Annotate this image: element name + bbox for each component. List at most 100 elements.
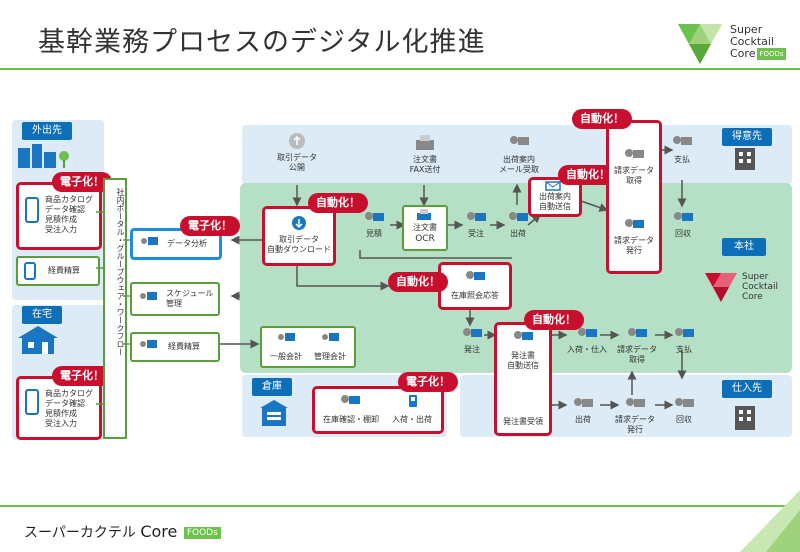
label-payment: 支払 — [674, 155, 690, 164]
label-expense: 経費精算 — [168, 342, 200, 351]
node-invoice-get2: 請求データ 取得 — [616, 326, 658, 365]
person-pc-icon — [140, 340, 157, 348]
label-general-accounting: 一般会計 — [270, 352, 302, 361]
person-pc-icon — [463, 328, 482, 337]
label-transaction-public: 取引データ 公開 — [277, 153, 317, 172]
home-item-1: 商品カタログ — [45, 389, 93, 398]
node-order-fax: 注文書 FAX送付 — [400, 134, 450, 175]
person-pc-icon — [574, 398, 593, 407]
home-item-3: 見積作成 — [45, 409, 77, 418]
badge-auto-download: 自動化！ — [308, 193, 368, 213]
order-ocr-box[interactable]: 注文書 OCR — [402, 205, 448, 251]
corner-decoration-icon — [740, 490, 800, 552]
office-buildings-icon — [18, 144, 69, 168]
person-pc-icon — [509, 212, 528, 221]
label-order-fax: 注文書 FAX送付 — [409, 155, 441, 174]
warehouse-digital-box[interactable]: 在庫確認・棚卸 入荷・出荷 — [312, 386, 444, 434]
person-pc-icon — [365, 212, 384, 221]
person-pc-icon — [675, 398, 694, 407]
label-collection: 回収 — [675, 229, 691, 238]
portal-groupware-workflow[interactable]: 社内ポータル・グループウェア・ワークフロー — [103, 178, 127, 439]
shipping-auto-box[interactable]: 出荷案内 自動送信 — [528, 177, 582, 217]
label-invoice-get2: 請求データ 取得 — [617, 345, 657, 364]
zone-label-hq: 本社 — [722, 238, 766, 256]
node-arrival: 入荷・仕入 — [566, 326, 608, 355]
footer-divider — [0, 505, 800, 507]
label-schedule: スケジュール 管理 — [166, 289, 214, 308]
label-in-out: 入荷・出荷 — [392, 415, 432, 424]
person-pc-icon — [625, 219, 644, 228]
handheld-scanner-icon — [409, 395, 417, 407]
footer-brand-badge: FOODs — [183, 527, 221, 539]
po-auto-send-box[interactable]: 発注書 自動送信 発注書受領 — [494, 322, 552, 436]
label-data-analysis: データ分析 — [167, 239, 207, 248]
person-pc-icon — [278, 333, 295, 341]
person-pc-icon — [675, 328, 694, 337]
customer-zone — [242, 125, 792, 185]
node-transaction-public: 取引データ 公開 — [272, 132, 322, 173]
badge-auto-shipping: 自動化！ — [558, 165, 618, 185]
building-icon — [735, 148, 755, 170]
person-pc-icon — [322, 333, 339, 341]
label-management-accounting: 管理会計 — [314, 352, 346, 361]
label-stock-check: 在庫確認・棚卸 — [323, 415, 379, 424]
hq-logo-line2: Cocktail — [742, 282, 778, 292]
label-collection2: 回収 — [676, 415, 692, 424]
mail-icon — [545, 181, 561, 191]
house-icon — [18, 326, 58, 354]
label-shipment: 出荷 — [510, 229, 526, 238]
label-shipping-mail: 出荷案内 メール受取 — [499, 155, 539, 174]
person-pc-icon — [578, 328, 597, 337]
brand-badge: FOODs — [757, 48, 786, 60]
tablet-icon — [25, 197, 39, 223]
hq-logo-line3: Core — [742, 292, 763, 302]
tablet-icon — [24, 262, 36, 280]
zone-label-customer: 得意先 — [722, 128, 772, 146]
auto-download-box[interactable]: 取引データ 自動ダウンロード — [262, 206, 336, 266]
expense-box[interactable]: 経費精算 — [130, 332, 220, 362]
accounting-box[interactable]: 一般会計 管理会計 — [260, 326, 356, 368]
label-shipping-auto: 出荷案内 自動送信 — [539, 192, 571, 211]
person-pc-icon — [514, 331, 533, 340]
node-collection: 回収 — [666, 210, 700, 239]
footer-brand: スーパーカクテル Core FOODs — [24, 522, 221, 542]
fax-icon — [416, 135, 434, 150]
schedule-box[interactable]: スケジュール 管理 — [130, 282, 220, 316]
badge-auto-invoice: 自動化！ — [572, 109, 632, 129]
outside-item-3: 見積作成 — [45, 215, 77, 224]
label-po-auto-send: 発注書 自動送信 — [507, 351, 539, 370]
node-order-receipt: 受注 — [462, 210, 490, 239]
zone-label-outside: 外出先 — [22, 122, 72, 140]
warehouse-icon — [260, 400, 288, 426]
badge-digital-outside: 電子化！ — [52, 172, 112, 192]
zone-label-home: 在宅 — [22, 306, 62, 324]
brand-line3: Core — [730, 47, 756, 60]
label-order-ocr-bottom: OCR — [415, 234, 435, 244]
badge-auto-po: 自動化！ — [524, 310, 584, 330]
node-shipment: 出荷 — [504, 210, 532, 239]
outside-expense-label: 経費精算 — [48, 266, 80, 275]
outside-item-1: 商品カタログ — [45, 195, 93, 204]
label-arrival: 入荷・仕入 — [567, 345, 607, 354]
node-estimate: 見積 — [360, 210, 388, 239]
node-payment: 支払 — [664, 134, 700, 165]
badge-digital-warehouse: 電子化！ — [398, 372, 458, 392]
node-shipping-mail: 出荷案内 メール受取 — [492, 134, 546, 175]
cloud-download-icon — [292, 216, 306, 230]
invoice-auto-box[interactable]: 請求データ 取得 請求データ 発行 — [606, 120, 662, 274]
title-divider — [0, 68, 800, 70]
outside-expense-box[interactable]: 経費精算 — [16, 256, 100, 286]
home-mobile-box[interactable]: 商品カタログ データ確認 見積作成 受注入力 — [16, 376, 102, 440]
person-pc-icon — [140, 292, 157, 300]
brand-line1: Super — [730, 23, 763, 36]
hq-logo: Super Cocktail Core — [704, 268, 784, 312]
label-ship2: 出荷 — [575, 415, 591, 424]
label-payment2: 支払 — [676, 345, 692, 354]
label-invoice-issue2: 請求データ 発行 — [615, 415, 655, 434]
outside-item-4: 受注入力 — [45, 225, 77, 234]
outside-item-2: データ確認 — [45, 205, 85, 214]
person-pc-icon — [625, 149, 644, 158]
node-invoice-issue2: 請求データ 発行 — [614, 396, 656, 435]
